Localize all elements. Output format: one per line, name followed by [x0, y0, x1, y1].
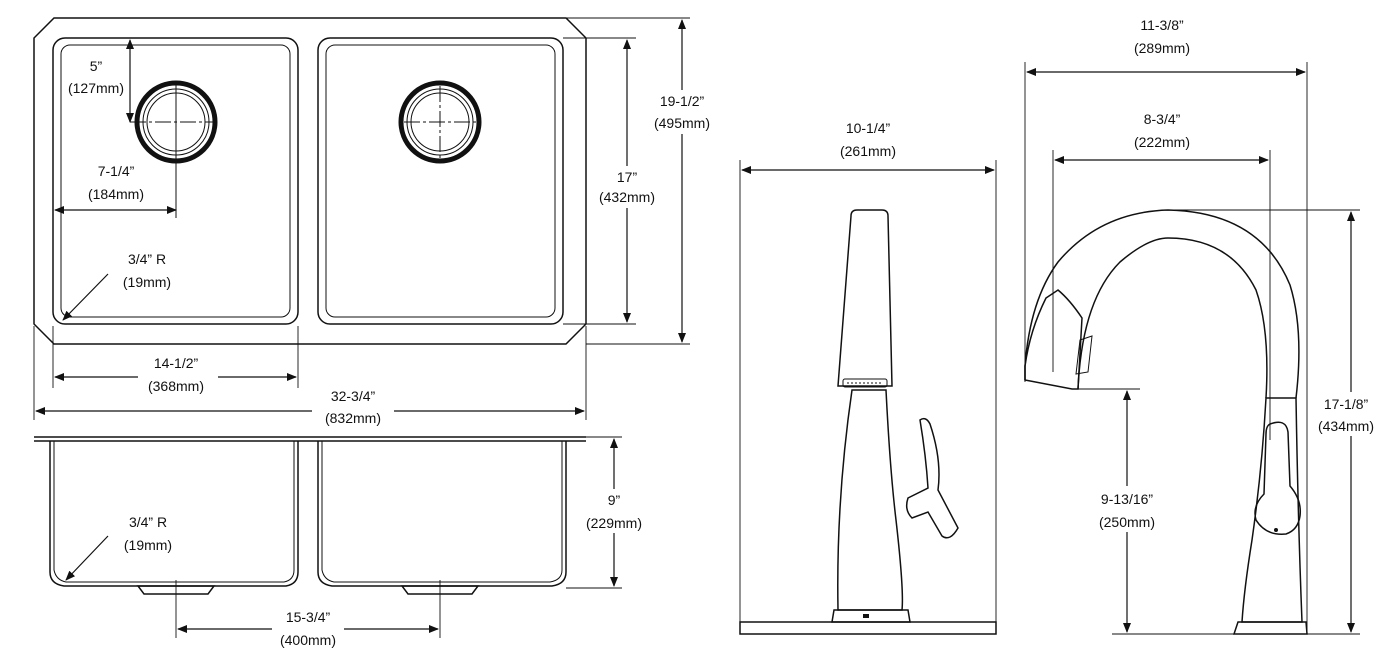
sink-front-right-drain [400, 585, 480, 595]
dim-spout-height-in: 9-13/16” [1101, 491, 1153, 507]
dim-overall-reach-mm: (289mm) [1134, 40, 1190, 56]
faucet-side-body [1241, 397, 1303, 623]
dim-overall-height-mm: (495mm) [654, 115, 710, 131]
faucet-front-body [837, 389, 904, 611]
sink-front-left-drain [136, 585, 216, 595]
dim-overall-width-in: 32-3/4” [331, 388, 376, 404]
dim-drain-from-side-in: 7-1/4” [98, 163, 135, 179]
left-drain [130, 80, 218, 218]
dim-faucet-height-mm: (434mm) [1318, 418, 1374, 434]
faucet-front-handle [905, 417, 959, 539]
sink-front-right-bowl [317, 441, 567, 587]
dim-overall-reach-in: 11-3/8” [1140, 17, 1184, 33]
dim-drain-from-back-in: 5” [90, 58, 103, 74]
sink-outline [33, 17, 587, 345]
dim-spout-height-mm: (250mm) [1099, 514, 1155, 530]
sink-top-view: 5” (127mm) 7-1/4” (184mm) 3/4” R (19mm) … [33, 17, 718, 426]
dim-spout-reach-in: 8-3/4” [1144, 111, 1181, 127]
left-bowl-inner [60, 44, 291, 318]
dim-depth-mm: (229mm) [586, 515, 642, 531]
dim-faucet-width-mm: (261mm) [840, 143, 896, 159]
faucet-side-view: 11-3/8” (289mm) 8-3/4” (222mm) 17-1/8” (… [1024, 17, 1386, 635]
dim-front-corner-in: 3/4” R [129, 514, 167, 530]
right-bowl-outer [317, 37, 564, 325]
dim-drain-from-side-mm: (184mm) [88, 186, 144, 202]
faucet-side-gooseneck [1024, 209, 1300, 399]
dim-drain-spacing-in: 15-3/4” [286, 609, 331, 625]
faucet-side-spray-head [1024, 289, 1083, 390]
dim-overall-width-mm: (832mm) [325, 410, 381, 426]
dim-depth-in: 9” [608, 492, 621, 508]
faucet-side-escutcheon [1232, 621, 1308, 635]
faucet-front-aerator [842, 378, 888, 388]
dim-bowl-width-mm: (368mm) [148, 378, 204, 394]
dim-bowl-height-in: 17” [617, 169, 638, 185]
dim-front-corner-leader [65, 535, 109, 581]
dim-front-corner-mm: (19mm) [124, 537, 172, 553]
dim-faucet-width-in: 10-1/4” [846, 120, 891, 136]
left-bowl-outer [52, 37, 299, 325]
sink-front-view: 3/4” R (19mm) 9” (229mm) 15-3/4” (400mm) [34, 436, 650, 652]
dim-overall-height-in: 19-1/2” [660, 93, 705, 109]
dim-drain-spacing-mm: (400mm) [280, 632, 336, 648]
faucet-front-escutcheon [831, 609, 911, 623]
right-bowl-inner [325, 44, 556, 318]
dim-corner-radius-mm: (19mm) [123, 274, 171, 290]
dim-faucet-height-in: 17-1/8” [1324, 396, 1369, 412]
dim-drain-from-back-mm: (127mm) [68, 80, 124, 96]
dim-spout-reach-mm: (222mm) [1134, 134, 1190, 150]
faucet-front-view: 10-1/4” (261mm) [739, 120, 997, 635]
faucet-side-handle [1254, 421, 1302, 535]
faucet-front-base-plate [739, 621, 997, 635]
dim-bowl-height-mm: (432mm) [599, 189, 655, 205]
right-drain [398, 80, 482, 164]
dim-corner-radius-leader [62, 273, 109, 321]
dim-bowl-width-in: 14-1/2” [154, 355, 199, 371]
dim-corner-radius-in: 3/4” R [128, 251, 166, 267]
faucet-front-spray-head [837, 209, 893, 387]
sink-front-left-bowl [49, 441, 299, 587]
